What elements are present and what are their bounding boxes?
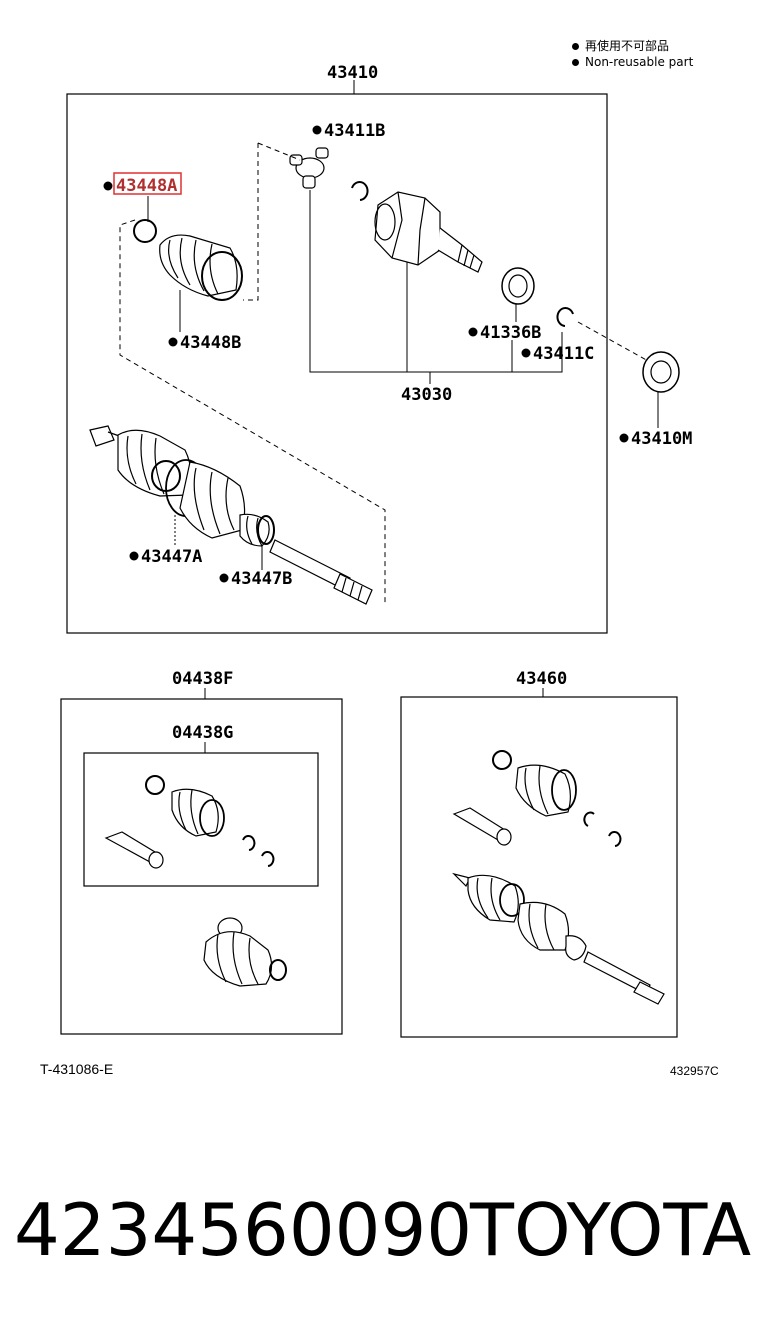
label-43030[interactable]: 43030 bbox=[401, 385, 452, 405]
drive-shaft-assembly-icon bbox=[89, 425, 373, 605]
spider-assembly-icon bbox=[289, 147, 329, 189]
kit-left-inner-label[interactable]: 04438G bbox=[172, 723, 233, 743]
exploded-diagram: 43410 43411B 43448A bbox=[60, 63, 692, 1038]
kit-right-label[interactable]: 43460 bbox=[516, 669, 567, 689]
kit-left-label[interactable]: 04438F bbox=[172, 669, 233, 689]
snap-ring-icon bbox=[351, 181, 369, 201]
part-number: 4234560090 bbox=[14, 1188, 473, 1272]
main-assembly-label[interactable]: 43410 bbox=[327, 63, 378, 83]
oil-seal-icon bbox=[501, 267, 535, 305]
diagram-code-right: 432957C bbox=[670, 1064, 719, 1078]
kit-left-boot-icon bbox=[104, 775, 275, 869]
dust-seal-icon bbox=[642, 351, 680, 393]
label-43448A[interactable]: 43448A bbox=[116, 176, 177, 196]
label-43411C[interactable]: 43411C bbox=[533, 344, 594, 364]
legend: 再使用不可部品 Non-reusable part bbox=[572, 38, 693, 70]
diagram-code-left: T-431086-E bbox=[40, 1061, 114, 1077]
label-43448B[interactable]: 43448B bbox=[180, 333, 241, 353]
kit-right-box bbox=[400, 696, 678, 1038]
label-43447A[interactable]: 43447A bbox=[141, 547, 202, 567]
label-43447B[interactable]: 43447B bbox=[231, 569, 292, 589]
kit-left-box bbox=[60, 698, 343, 1035]
brand-name: TOYOTA bbox=[470, 1188, 752, 1272]
label-43411B[interactable]: 43411B bbox=[324, 121, 385, 141]
label-41336B[interactable]: 41336B bbox=[480, 323, 541, 343]
kit-right-parts-icon bbox=[452, 750, 665, 1005]
inboard-joint-housing-icon bbox=[374, 191, 483, 273]
kit-left-outer-boot-icon bbox=[203, 917, 287, 987]
label-43410M[interactable]: 43410M bbox=[631, 429, 692, 449]
small-clamp-icon bbox=[133, 219, 157, 243]
inner-boot-icon bbox=[159, 234, 243, 301]
legend-line-2: Non-reusable part bbox=[585, 55, 694, 69]
main-assembly-box bbox=[66, 93, 608, 634]
bullet-icon bbox=[572, 42, 579, 50]
snap-ring-c-icon bbox=[556, 307, 574, 327]
legend-line-1: 再使用不可部品 bbox=[585, 39, 670, 53]
highlight-box bbox=[113, 172, 182, 195]
kit-left-inner-box bbox=[83, 752, 319, 887]
bullet-icon bbox=[572, 58, 579, 66]
